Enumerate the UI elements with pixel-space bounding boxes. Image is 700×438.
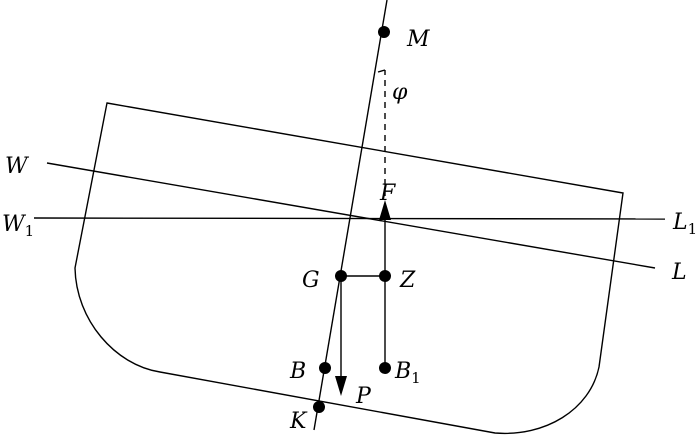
label-l1-sub: 1: [688, 220, 698, 238]
label-b: B: [289, 359, 306, 384]
point-b1: [379, 362, 391, 374]
label-w: W: [5, 154, 30, 179]
point-g: [335, 270, 347, 282]
buoyancy-arrow-icon: [379, 200, 391, 220]
point-b: [319, 362, 331, 374]
label-w1-sub: 1: [25, 222, 35, 240]
label-k: K: [289, 409, 308, 434]
label-b1: B1: [394, 359, 421, 387]
label-m: M: [406, 27, 430, 52]
label-b1-sub: 1: [411, 369, 421, 387]
label-l1-main: L: [672, 210, 688, 235]
angle-tick: [377, 69, 386, 73]
point-m: [378, 26, 390, 38]
label-z: Z: [399, 268, 416, 293]
label-w1: W1: [2, 212, 34, 240]
point-k: [313, 401, 325, 413]
point-z: [379, 270, 391, 282]
label-f: F: [379, 181, 396, 206]
label-l1: L1: [672, 210, 697, 238]
ship-centerline: [313, 0, 388, 431]
label-phi: φ: [392, 80, 408, 105]
label-b1-main: B: [394, 359, 411, 384]
label-l: L: [671, 260, 687, 285]
label-p: P: [355, 384, 372, 409]
label-g: G: [302, 268, 320, 293]
hull-outline: [74, 102, 624, 435]
label-w1-main: W: [2, 212, 27, 237]
gravity-arrow-icon: [335, 376, 347, 396]
